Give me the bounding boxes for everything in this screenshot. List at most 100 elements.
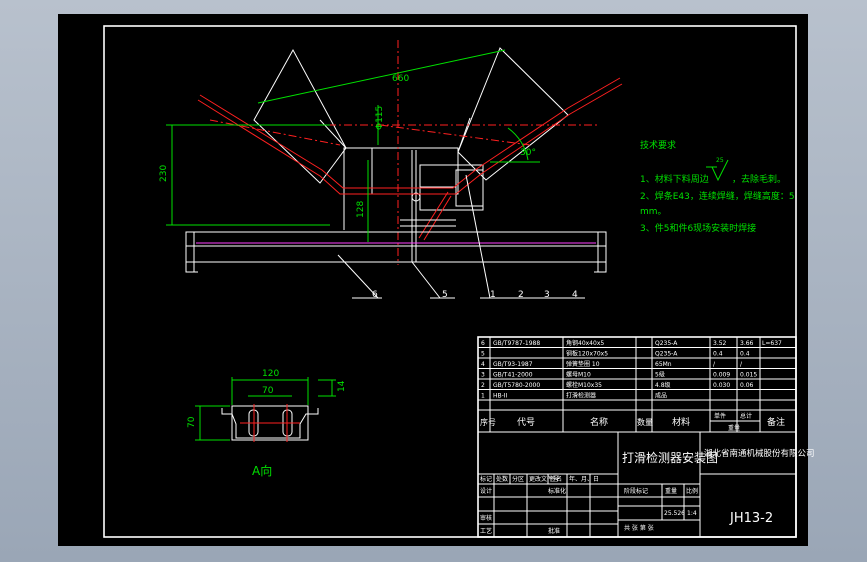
main-view	[185, 40, 623, 273]
bom-cell-no: 1	[481, 393, 485, 400]
bom-cell-name: 打滑检测器	[566, 392, 596, 400]
company-name: 湖北省南通机械股份有限公司	[704, 448, 815, 459]
drawing-title: 打滑检测器安装图	[622, 450, 718, 465]
bom-cell-total-weight: /	[740, 361, 743, 368]
dim-phi115: Φ115	[375, 106, 385, 130]
rev-date: 年、月、日	[569, 475, 599, 483]
note-2b: mm。	[640, 207, 667, 217]
bom-cell-total-weight: 0.4	[740, 351, 750, 358]
drawing-number: JH13-2	[729, 511, 773, 526]
bom-cell-no: 2	[481, 382, 485, 389]
view-a: 120 70 70 14 A向	[187, 369, 347, 478]
label-approve: 批准	[548, 527, 560, 535]
balloon-1: 1	[490, 290, 496, 300]
label-standard: 标准化	[548, 487, 566, 495]
label-scale: 比例	[686, 487, 698, 495]
bom-h-weight: 重量	[728, 424, 740, 432]
bom-h-single: 单件	[714, 412, 726, 420]
left-roller	[253, 48, 347, 184]
label-review: 审核	[480, 514, 492, 522]
bom-cell-code: GB/T5780-2000	[493, 382, 540, 389]
drawing-frame	[103, 25, 797, 538]
dim-120: 120	[262, 369, 279, 379]
right-roller	[457, 47, 569, 181]
view-a-label: A向	[252, 463, 272, 478]
dim-30deg: 30°	[520, 148, 536, 158]
bom-cell-name: 螺栓M10x35	[566, 381, 602, 389]
bom-row: 1 HB-II 打滑检测器 成品	[481, 392, 667, 400]
bom-cell-no: 3	[481, 372, 485, 379]
dim-128: 128	[356, 201, 366, 218]
bom-h-mat: 材料	[672, 416, 690, 428]
balloon-2: 2	[518, 290, 524, 300]
bom-h-remark: 备注	[767, 416, 785, 428]
roughness-value: 25	[716, 157, 724, 164]
rev-zone: 分区	[512, 475, 524, 483]
bom-cell-material: 4.8级	[655, 381, 671, 389]
bom-cell-code: GB/T41-2000	[493, 372, 533, 379]
bom-cell-material: 65Mn	[655, 361, 672, 368]
bom-cell-no: 6	[481, 340, 485, 347]
bom-cell-single-weight: 3.52	[713, 340, 727, 347]
dim-14: 14	[337, 380, 347, 392]
bom-h-no: 序号	[480, 417, 496, 427]
bom-h-qty: 数量	[637, 417, 653, 427]
bom-cell-name: 角钢40x40x5	[566, 339, 604, 347]
bom-cell-total-weight: 0.06	[740, 382, 754, 389]
bom-row: 5 钢板120x70x5 Q235-A 0.4 0.4	[481, 350, 750, 358]
bom-cell-single-weight: 0.4	[713, 351, 723, 358]
label-weight: 重量	[665, 487, 677, 495]
bom-h-name: 名称	[590, 416, 608, 428]
rev-doc: 更改文件号	[529, 475, 559, 483]
balloon-6: 6	[372, 290, 378, 300]
bom-row: 6 GB/T9787-1988 角钢40x40x5 Q235-A 3.52 3.66 L=6…	[481, 339, 782, 347]
dim-70: 70	[262, 386, 274, 396]
weight-value: 25.526	[664, 510, 685, 517]
notes-title: 技术要求	[640, 139, 676, 151]
note-2a: 2、焊条E43，连续焊缝，焊缝高度：5	[640, 190, 795, 202]
bom-cell-name: 钢板120x70x5	[566, 350, 608, 358]
dim-660: 660	[392, 74, 409, 84]
bom-cell-remark: L=637	[762, 340, 782, 347]
bom-cell-code: GB/T93-1987	[493, 361, 533, 368]
bom-cell-code: GB/T9787-1988	[493, 340, 540, 347]
part-balloons: 6 5 1 2 3 4	[337, 174, 585, 300]
bom-cell-total-weight: 0.015	[740, 372, 757, 379]
bom-cell-no: 4	[481, 361, 485, 368]
bom-row: 2 GB/T5780-2000 螺栓M10x35 4.8级 0.030 0.06	[481, 381, 754, 389]
note-3: 3、件5和件6现场安装时焊接	[640, 222, 756, 234]
bom-cell-material: 成品	[655, 392, 667, 400]
bom-cell-name: 弹簧垫圈 10	[566, 360, 600, 368]
belt-line	[199, 77, 621, 189]
bom-cell-code: HB-II	[493, 393, 508, 400]
bom-cell-no: 5	[481, 351, 485, 358]
bom-row: 4 GB/T93-1987 弹簧垫圈 10 65Mn / /	[481, 360, 743, 368]
bom-h-total: 总计	[740, 412, 752, 420]
bom-cell-name: 螺母M10	[566, 371, 591, 379]
label-design: 设计	[480, 487, 492, 495]
dim-70-vertical: 70	[187, 416, 197, 428]
bom-cell-single-weight: 0.030	[713, 382, 730, 389]
sheet-count: 共 张 第 张	[624, 524, 654, 532]
note-1b: ，去除毛刺。	[732, 173, 786, 185]
bom-cell-total-weight: 3.66	[740, 340, 754, 347]
dim-230: 230	[159, 165, 169, 182]
bom-cell-single-weight: /	[713, 361, 716, 368]
drawing-sheet	[58, 14, 808, 546]
label-process: 工艺	[480, 527, 492, 535]
bom-cell-material: Q235-A	[655, 340, 678, 347]
rev-sign: 签名	[550, 475, 562, 483]
bom-cell-material: Q235-A	[655, 351, 678, 358]
main-dimensions: 660 230 Φ115 128 30°	[159, 49, 540, 242]
balloon-4: 4	[572, 290, 578, 300]
title-block: 打滑检测器安装图 湖北省南通机械股份有限公司 JH13-2 标记 处数 分区 更…	[478, 432, 815, 537]
label-stage: 阶段标记	[624, 487, 648, 495]
rev-count: 处数	[496, 475, 508, 483]
bom-h-code: 代号	[517, 417, 535, 428]
scale-value: 1:4	[687, 510, 697, 517]
balloon-5: 5	[442, 290, 448, 300]
